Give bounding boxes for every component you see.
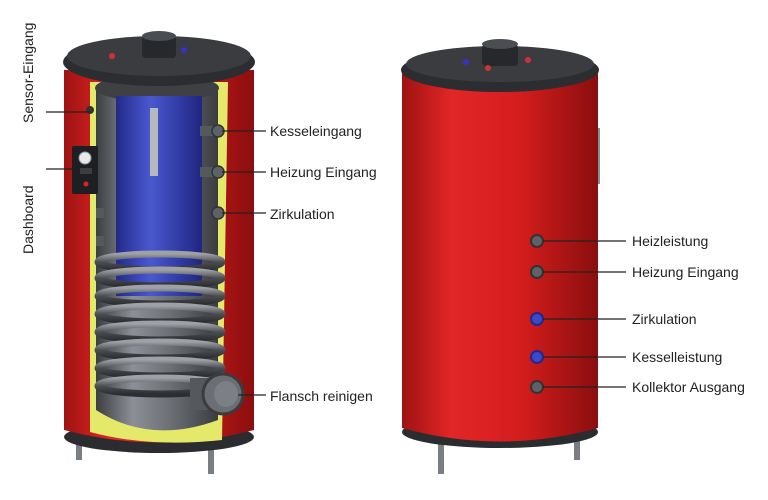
label-sensor-eingang: Sensor-Eingang — [20, 22, 36, 123]
sensor-rod — [150, 108, 158, 176]
label-kollektor-ausgang: Kollektor Ausgang — [632, 379, 745, 395]
label-kesselleistung: Kesselleistung — [632, 349, 723, 365]
top-connector — [482, 44, 518, 66]
tank-leg — [574, 432, 580, 460]
blue-vessel — [116, 96, 202, 296]
port-kesselleistung — [530, 350, 544, 364]
red-shell — [402, 72, 598, 442]
port-zirkulation — [530, 312, 544, 326]
port-kollektor-ausgang — [530, 380, 544, 394]
sensor-port — [86, 106, 94, 114]
tank-leg — [438, 436, 444, 474]
port-heizleistung — [530, 234, 544, 248]
port-heizung-eingang — [530, 265, 544, 279]
label-kesseleingang: Kesseleingang — [270, 123, 362, 139]
label-heizleistung: Heizleistung — [632, 233, 709, 249]
tank-leg — [76, 432, 82, 460]
heating-coil — [94, 250, 226, 398]
left-tank — [46, 31, 266, 474]
label-dashboard: Dashboard — [20, 185, 36, 255]
tank-leg — [208, 438, 214, 474]
label-zirkulation-left: Zirkulation — [270, 206, 335, 222]
label-zirkulation-right: Zirkulation — [632, 311, 697, 327]
port-kesseleingang — [200, 124, 225, 138]
label-heizung-eingang-left: Heizung Eingang — [270, 164, 377, 180]
port-heizung-eingang — [200, 165, 225, 179]
label-flansch-reinigen: Flansch reinigen — [270, 388, 373, 404]
cleaning-flange — [190, 372, 245, 416]
right-tank — [401, 39, 626, 474]
label-heizung-eingang-right: Heizung Eingang — [632, 264, 739, 280]
top-connector — [142, 36, 176, 58]
